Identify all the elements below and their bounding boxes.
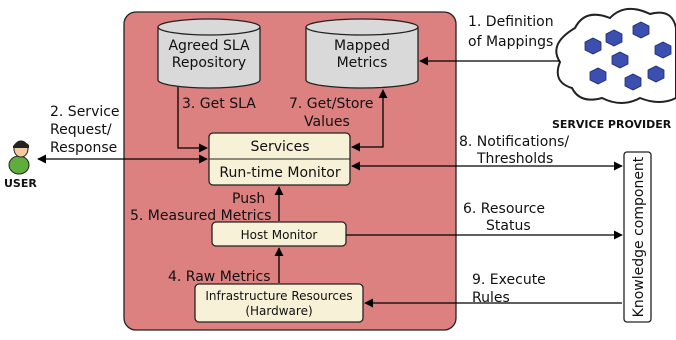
knowledge-component-label: Knowledge component (631, 156, 647, 317)
label-execute-rules-2: Rules (472, 290, 510, 306)
arrow-get-store (351, 89, 388, 152)
service-provider-cloud-icon (555, 7, 676, 104)
label-raw-metrics: 4. Raw Metrics (168, 269, 271, 285)
label-service-request-1: 2. Service (50, 104, 120, 120)
label-get-store-2: Values (304, 114, 350, 130)
label-push: Push (232, 191, 265, 207)
label-service-request-3: Response (50, 140, 117, 156)
label-notifications-2: Thresholds (476, 151, 553, 167)
user-icon (8, 140, 30, 175)
label-definition-2: of Mappings (468, 34, 553, 50)
sla-repository: Agreed SLA Repository (157, 18, 261, 89)
label-measured-metrics: 5. Measured Metrics (130, 208, 271, 224)
service-provider-label: SERVICE PROVIDER (552, 118, 672, 131)
label-get-sla: 3. Get SLA (182, 96, 256, 112)
infrastructure-label-2: (Hardware) (245, 304, 312, 318)
server-nodes-icon (584, 21, 672, 91)
services-label: Services (250, 139, 309, 155)
services-box: Services Run-time Monitor (208, 132, 351, 186)
infrastructure-label-1: Infrastructure Resources (205, 289, 352, 303)
sla-repository-label-2: Repository (172, 55, 246, 71)
label-notifications-1: 8. Notifications/ (459, 134, 569, 150)
label-get-store-1: 7. Get/Store (289, 96, 373, 112)
host-monitor-box: Host Monitor (211, 221, 347, 247)
sla-repository-label-1: Agreed SLA (168, 38, 249, 54)
label-service-request-2: Request/ (50, 122, 112, 138)
mapped-metrics-repository: Mapped Metrics (305, 18, 419, 89)
arrow-get-sla (177, 87, 208, 153)
runtime-monitor-label: Run-time Monitor (219, 165, 340, 181)
label-resource-status-1: 6. Resource (463, 201, 545, 217)
host-monitor-label: Host Monitor (241, 228, 318, 242)
user-label: USER (4, 177, 37, 190)
infrastructure-box: Infrastructure Resources (Hardware) (194, 283, 364, 323)
label-definition-1: 1. Definition (468, 14, 554, 30)
mapped-metrics-label-2: Metrics (337, 55, 388, 71)
label-execute-rules-1: 9. Execute (472, 272, 546, 288)
knowledge-component-box: Knowledge component (623, 151, 652, 323)
label-resource-status-2: Status (486, 218, 531, 234)
mapped-metrics-label-1: Mapped (334, 38, 390, 54)
